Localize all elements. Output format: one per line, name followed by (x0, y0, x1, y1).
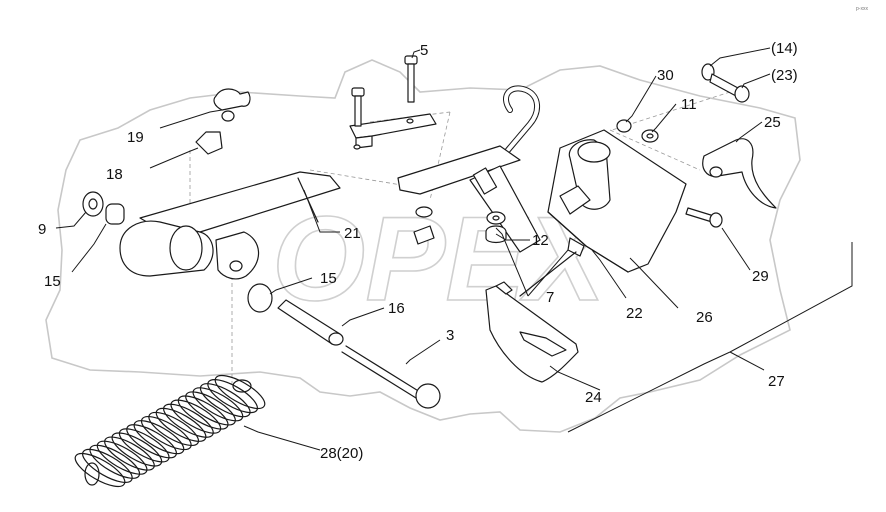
spring-end-hook (84, 462, 100, 486)
callout-7: 7 (546, 289, 554, 306)
part-3-bolt (341, 345, 441, 409)
spring-end-hook (232, 379, 252, 393)
callout-5: 5 (420, 42, 428, 59)
callout-18: 18 (106, 166, 123, 183)
part-hook-bracket (397, 85, 541, 253)
callout-23: (23) (771, 67, 798, 84)
spring-coil (199, 383, 251, 418)
part-21-lever-arm (119, 171, 341, 280)
part-19-fitting (195, 88, 251, 155)
part-5-bolts (351, 55, 418, 127)
spring-coil (207, 379, 258, 414)
callout-14: (14) (771, 40, 798, 57)
callout-15b: 15 (320, 270, 337, 287)
part-24-cover (485, 281, 579, 383)
spring-coil (185, 391, 236, 426)
corner-mark: p-xxx (856, 6, 868, 12)
callout-9: 9 (38, 221, 46, 238)
part-30-11-nut-washer (616, 119, 659, 143)
spring-coil (111, 432, 163, 467)
callout-labels: p-xxx 5 (14) (23) 30 11 25 19 18 9 15 21… (38, 6, 868, 462)
spring-coil (214, 374, 266, 410)
spring-coil (133, 420, 185, 455)
callout-30: 30 (657, 67, 674, 84)
callout-21: 21 (344, 225, 361, 242)
spring-coil (118, 428, 170, 463)
part-9-15-bushings (82, 191, 273, 313)
callout-25: 25 (764, 114, 781, 131)
spring-coil (177, 395, 229, 430)
spring-coil (163, 403, 214, 438)
spring-coil (148, 411, 200, 447)
part-14-23-pin (701, 63, 750, 103)
callout-12: 12 (532, 232, 549, 249)
spring-coil (104, 436, 155, 471)
spring-coil (96, 440, 148, 475)
spring-coil (140, 415, 192, 451)
spring-coil (89, 444, 141, 479)
spring-coil (170, 399, 222, 434)
callout-24: 24 (585, 389, 602, 406)
part-25-lever (702, 138, 777, 209)
part-29-bolt (685, 207, 723, 228)
callout-28: 28(20) (320, 445, 363, 462)
callout-3: 3 (446, 327, 454, 344)
spring-coil (126, 424, 177, 459)
part-26-housing (519, 129, 687, 297)
callout-15a: 15 (44, 273, 61, 290)
callout-27: 27 (768, 373, 785, 390)
part-28-spring (74, 374, 266, 488)
spring-coil (82, 448, 133, 483)
callout-22: 22 (626, 305, 643, 322)
part-21-top-plate (349, 113, 437, 150)
callout-29: 29 (752, 268, 769, 285)
callout-11: 11 (681, 96, 697, 113)
part-16-pin (277, 299, 344, 346)
spring-coil (155, 407, 207, 442)
callout-26: 26 (696, 309, 713, 326)
callout-16: 16 (388, 300, 405, 317)
part-27-base-line (729, 242, 853, 353)
spring-coil (192, 387, 244, 422)
callout-19: 19 (127, 129, 144, 146)
leader-lines (55, 47, 771, 451)
spring-coil (74, 452, 126, 488)
